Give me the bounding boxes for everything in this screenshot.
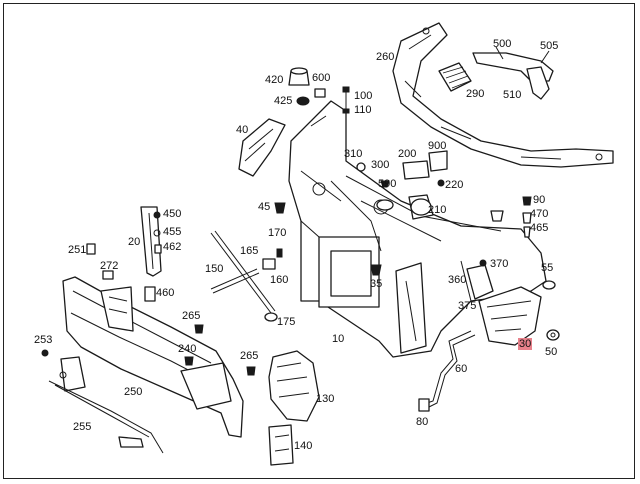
- bumper-crossbeam-part: [41, 243, 244, 454]
- part-label-80[interactable]: 80: [416, 416, 429, 428]
- bolt-100-part: [342, 86, 350, 117]
- part-label-140[interactable]: 140: [294, 440, 313, 452]
- part-label-165[interactable]: 165: [240, 245, 259, 257]
- right-side-parts: [370, 259, 560, 412]
- part-label-465[interactable]: 465: [530, 222, 549, 234]
- part-label-35[interactable]: 35: [370, 278, 383, 290]
- part-label-210[interactable]: 210: [428, 204, 447, 216]
- fasteners-part: [274, 196, 532, 238]
- part-label-425[interactable]: 425: [274, 95, 293, 107]
- mount-420-part: [288, 67, 326, 106]
- part-label-265-right[interactable]: 265: [240, 350, 259, 362]
- part-label-40[interactable]: 40: [236, 124, 249, 136]
- part-label-170[interactable]: 170: [268, 227, 287, 239]
- part-label-590[interactable]: 590: [378, 178, 397, 190]
- part-label-450[interactable]: 450: [163, 208, 182, 220]
- part-label-300[interactable]: 300: [371, 159, 390, 171]
- part-label-462[interactable]: 462: [163, 241, 182, 253]
- part-label-100[interactable]: 100: [354, 90, 373, 102]
- part-label-260[interactable]: 260: [376, 51, 395, 63]
- part-label-60[interactable]: 60: [455, 363, 468, 375]
- part-label-420[interactable]: 420: [265, 74, 284, 86]
- part-label-20[interactable]: 20: [128, 236, 141, 248]
- part-label-460[interactable]: 460: [156, 287, 175, 299]
- sensor-group-part: [356, 150, 448, 220]
- part-label-370[interactable]: 370: [490, 258, 509, 270]
- part-label-500[interactable]: 500: [493, 38, 512, 50]
- part-label-510[interactable]: 510: [503, 89, 522, 101]
- part-label-900[interactable]: 900: [428, 140, 447, 152]
- part-label-251[interactable]: 251: [68, 244, 87, 256]
- part-label-470[interactable]: 470: [530, 208, 549, 220]
- part-label-30-highlighted[interactable]: 30: [518, 338, 533, 350]
- lower-bracket-130-part: [268, 350, 320, 466]
- part-label-250[interactable]: 250: [124, 386, 143, 398]
- bracket-40-part: [238, 118, 286, 177]
- part-label-160[interactable]: 160: [270, 274, 289, 286]
- part-label-150[interactable]: 150: [205, 263, 224, 275]
- part-label-505[interactable]: 505: [540, 40, 559, 52]
- part-label-265-left[interactable]: 265: [182, 310, 201, 322]
- part-label-110[interactable]: 110: [354, 104, 372, 116]
- rod-150-part: [210, 230, 283, 322]
- part-label-90[interactable]: 90: [533, 194, 546, 206]
- part-label-272[interactable]: 272: [100, 260, 119, 272]
- part-label-10[interactable]: 10: [332, 333, 345, 345]
- part-label-255[interactable]: 255: [73, 421, 92, 433]
- upper-crossmember-part: [392, 22, 614, 168]
- part-label-55[interactable]: 55: [541, 262, 554, 274]
- part-label-455[interactable]: 455: [163, 226, 182, 238]
- part-label-240[interactable]: 240: [178, 343, 197, 355]
- part-label-310[interactable]: 310: [344, 148, 363, 160]
- diagram-frame: [3, 3, 635, 479]
- exploded-parts-diagram: [41, 22, 614, 466]
- part-label-375[interactable]: 375: [458, 300, 477, 312]
- part-label-45[interactable]: 45: [258, 201, 271, 213]
- bolts-265-part: [184, 324, 256, 376]
- part-label-200[interactable]: 200: [398, 148, 417, 160]
- part-label-600[interactable]: 600: [312, 72, 331, 84]
- part-label-360[interactable]: 360: [448, 274, 467, 286]
- pillar-20-part: [140, 206, 162, 302]
- part-label-220[interactable]: 220: [445, 179, 464, 191]
- part-label-50[interactable]: 50: [545, 346, 558, 358]
- part-label-175[interactable]: 175: [277, 316, 296, 328]
- part-label-290[interactable]: 290: [466, 88, 485, 100]
- part-label-130[interactable]: 130: [316, 393, 335, 405]
- part-label-253[interactable]: 253: [34, 334, 53, 346]
